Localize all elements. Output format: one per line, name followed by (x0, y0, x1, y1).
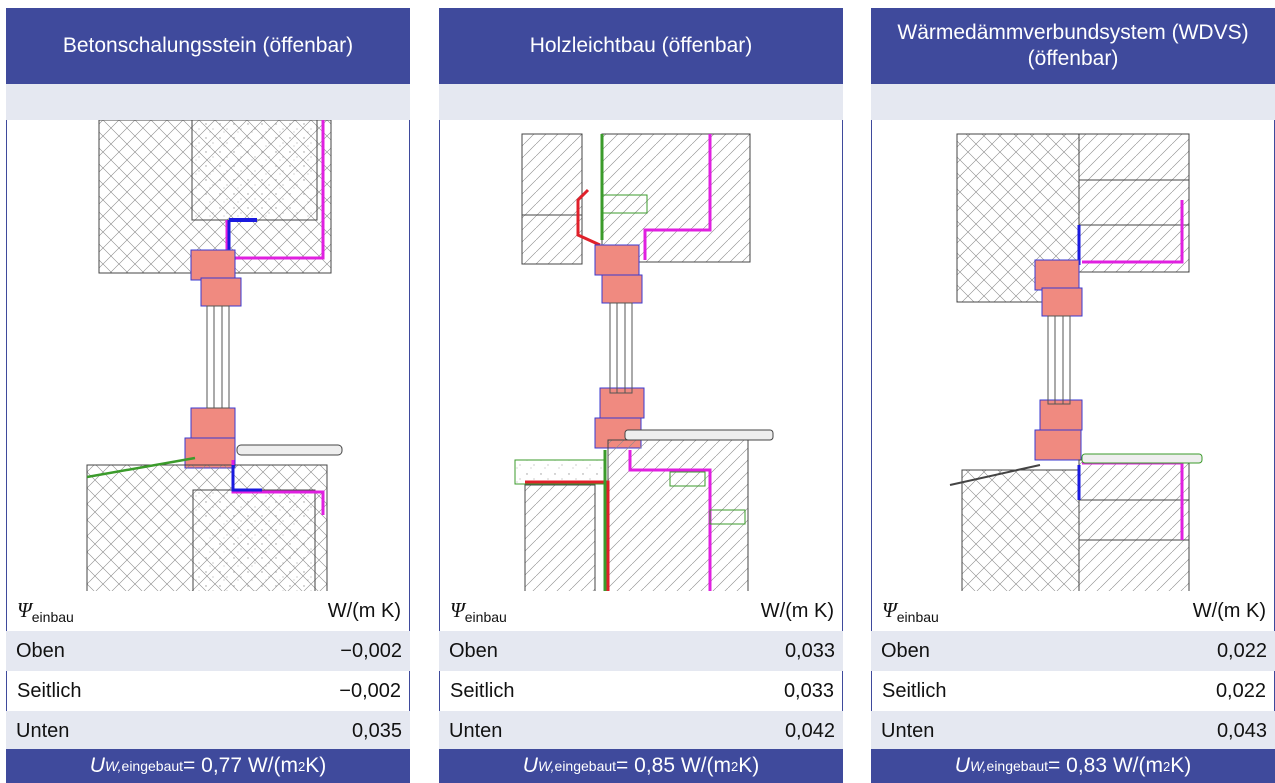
panel-betonschalungsstein: Betonschalungsstein (öffenbar) (6, 8, 410, 783)
section-drawing (6, 120, 410, 593)
psi-symbol: Ψeinbau (882, 597, 939, 625)
section-drawing (871, 120, 1275, 593)
unit-label: W/(m K) (327, 599, 401, 622)
row-unten: Unten 0,042 (439, 711, 843, 751)
row-seitlich: Seitlich 0,033 (439, 671, 843, 711)
row-value: 0,043 (1216, 719, 1267, 742)
row-seitlich: Seitlich −0,002 (6, 671, 410, 711)
unit-label: W/(m K) (760, 599, 834, 622)
header-band (6, 84, 410, 120)
row-oben: Oben −0,002 (6, 631, 410, 671)
psi-header-row: Ψeinbau W/(m K) (871, 591, 1275, 631)
row-label: Unten (881, 719, 935, 742)
row-oben: Oben 0,022 (871, 631, 1275, 671)
row-value: −0,002 (340, 639, 402, 662)
row-label: Seitlich (882, 679, 947, 702)
row-unten: Unten 0,035 (6, 711, 410, 751)
psi-header-row: Ψeinbau W/(m K) (439, 591, 843, 631)
row-value: 0,033 (783, 679, 834, 702)
row-label: Unten (16, 719, 70, 742)
psi-symbol: Ψeinbau (450, 597, 507, 625)
row-label: Seitlich (450, 679, 515, 702)
row-value: 0,042 (784, 719, 835, 742)
row-label: Unten (449, 719, 503, 742)
row-value: −0,002 (339, 679, 401, 702)
unit-label: W/(m K) (1192, 599, 1266, 622)
row-label: Oben (16, 639, 65, 662)
section-drawing (439, 120, 843, 593)
row-value: 0,022 (1216, 639, 1267, 662)
header-band (871, 84, 1275, 120)
panel-holzleichtbau: Holzleichtbau (öffenbar) (439, 8, 843, 783)
psi-header-row: Ψeinbau W/(m K) (6, 591, 410, 631)
row-label: Oben (881, 639, 930, 662)
row-value: 0,035 (351, 719, 402, 742)
row-label: Seitlich (17, 679, 82, 702)
row-value: 0,022 (1215, 679, 1266, 702)
panel-title: Wärmedämmverbundsystem (WDVS) (öffenbar) (871, 8, 1275, 84)
row-value: 0,033 (784, 639, 835, 662)
panel-wdvs: Wärmedämmverbundsystem (WDVS) (öffenbar) (871, 8, 1275, 783)
row-label: Oben (449, 639, 498, 662)
header-band (439, 84, 843, 120)
row-oben: Oben 0,033 (439, 631, 843, 671)
row-unten: Unten 0,043 (871, 711, 1275, 751)
panel-title: Betonschalungsstein (öffenbar) (6, 8, 410, 84)
psi-symbol: Ψeinbau (17, 597, 74, 625)
row-seitlich: Seitlich 0,022 (871, 671, 1275, 711)
panel-title: Holzleichtbau (öffenbar) (439, 8, 843, 84)
